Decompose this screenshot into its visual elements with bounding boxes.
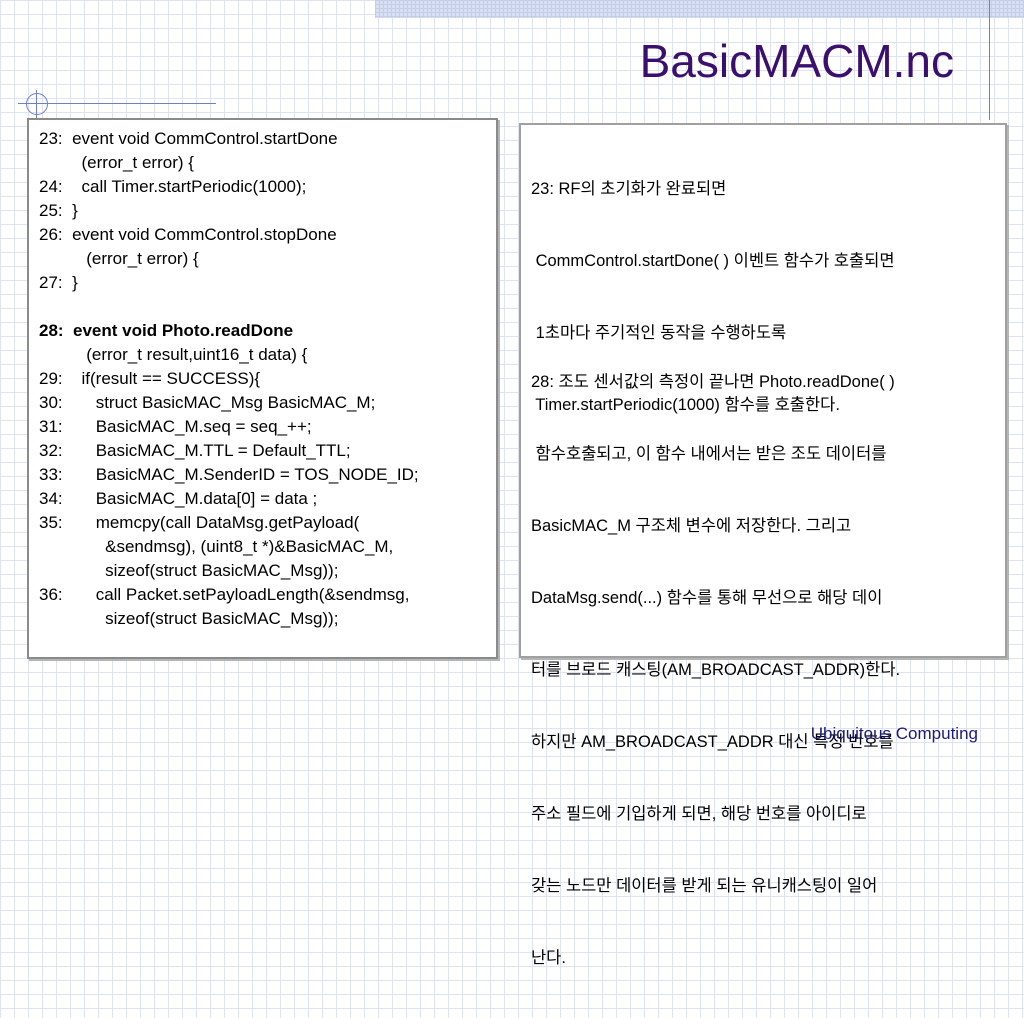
explanation-line: 1초마다 주기적인 동작을 수행하도록 (531, 324, 787, 342)
explanation-line: 하지만 AM_BROADCAST_ADDR 대신 특정 번호를 (531, 733, 894, 751)
code-line: &sendmsg), (uint8_t *)&BasicMAC_M, (39, 537, 394, 556)
code-line: 34: BasicMAC_M.data[0] = data ; (39, 489, 318, 508)
crosshair-horizontal-line (18, 103, 216, 104)
code-line: 30: struct BasicMAC_Msg BasicMAC_M; (39, 393, 376, 412)
explanation-line: 터를 브로드 캐스팅(AM_BROADCAST_ADDR)한다. (531, 661, 901, 679)
code-line-highlighted: 28: event void Photo.readDone (39, 321, 294, 340)
code-line: 23: event void CommControl.startDone (39, 129, 338, 148)
explanation-line: 갖는 노드만 데이터를 받게 되는 유니캐스팅이 일어 (531, 877, 878, 895)
explanation-line: 주소 필드에 기입하게 되면, 해당 번호를 아이디로 (531, 805, 867, 823)
code-block: 23: event void CommControl.startDone (er… (39, 127, 419, 631)
explanation-startdone: 23: RF의 초기화가 완료되면 CommControl.startDone(… (531, 129, 895, 465)
explanation-line: 28: 조도 센서값의 측정이 끝나면 Photo.readDone( ) (531, 373, 895, 391)
code-line: sizeof(struct BasicMAC_Msg)); (39, 609, 339, 628)
code-line: 24: call Timer.startPeriodic(1000); (39, 177, 307, 196)
top-decoration-band (375, 0, 1024, 18)
code-line: 35: memcpy(call DataMsg.getPayload( (39, 513, 360, 532)
explanation-line: DataMsg.send(...) 함수를 통해 무선으로 해당 데이 (531, 589, 883, 607)
explanation-line: 난다. (531, 949, 566, 967)
explanation-line: 23: RF의 초기화가 완료되면 (531, 180, 727, 198)
code-line: (error_t result,uint16_t data) { (39, 345, 308, 364)
explanation-readdone: 28: 조도 센서값의 측정이 끝나면 Photo.readDone( ) 함수… (531, 322, 900, 1018)
explanation-line: BasicMAC_M 구조체 변수에 저장한다. 그리고 (531, 517, 852, 535)
code-line: 32: BasicMAC_M.TTL = Default_TTL; (39, 441, 351, 460)
slide-title: BasicMACM.nc (639, 35, 954, 87)
code-line: 33: BasicMAC_M.SenderID = TOS_NODE_ID; (39, 465, 419, 484)
code-line: 26: event void CommControl.stopDone (39, 225, 337, 244)
code-blank-line (39, 295, 419, 319)
code-line: 29: if(result == SUCCESS){ (39, 369, 261, 388)
code-line: 27: } (39, 273, 78, 292)
explanation-panel: 23: RF의 초기화가 완료되면 CommControl.startDone(… (519, 123, 1007, 967)
explanation-line: CommControl.startDone( ) 이벤트 함수가 호출되면 (531, 252, 895, 270)
code-line: sizeof(struct BasicMAC_Msg)); (39, 561, 339, 580)
code-line: (error_t error) { (39, 249, 199, 268)
code-panel: 23: event void CommControl.startDone (er… (27, 118, 498, 659)
slide-footer: Ubiquitous Computing (810, 724, 978, 743)
vertical-accent-line (989, 0, 990, 120)
explanation-line: Timer.startPeriodic(1000) 함수를 호출한다. (531, 396, 840, 414)
code-line: (error_t error) { (39, 153, 194, 172)
explanation-line: 함수호출되고, 이 함수 내에서는 받은 조도 데이터를 (531, 445, 887, 463)
code-line: 31: BasicMAC_M.seq = seq_++; (39, 417, 312, 436)
crosshair-circle-icon (26, 93, 48, 115)
code-line: 25: } (39, 201, 78, 220)
code-line: 36: call Packet.setPayloadLength(&sendms… (39, 585, 410, 604)
